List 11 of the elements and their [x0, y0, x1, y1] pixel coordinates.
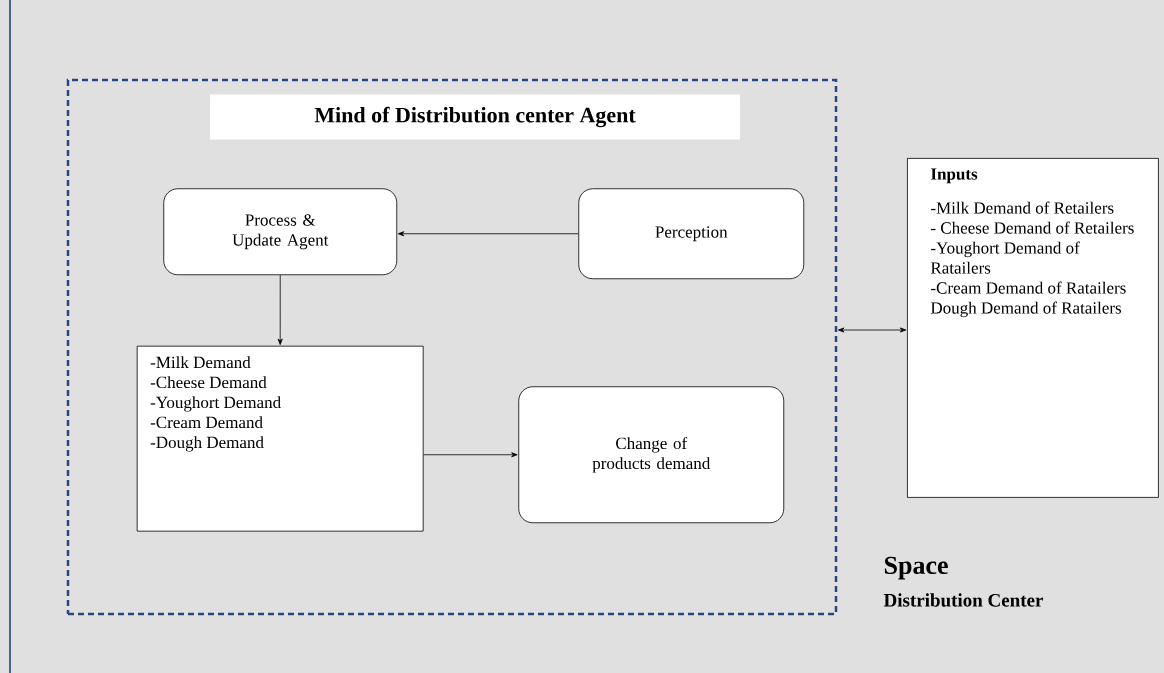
space-label: Space: [884, 556, 948, 580]
demand-list-box: -Milk Demand -Cheese Demand -Youghort Demand -Cream Demand -Dough Demand: [136, 345, 424, 532]
arrow: [838, 327, 907, 333]
arrow: [277, 274, 283, 345]
inputs-box: Inputs -Milk Demand of Retailers - Cheese Demand of Retailers -Youghort Demand of Ratailers -Cream Demand of Ratailers Dough Demand of Ratailers: [907, 158, 1159, 498]
arrow: [397, 231, 579, 237]
place-label: Distribution Center: [883, 593, 1043, 607]
process-box: Perception: [578, 188, 805, 280]
process-box: Process & Update Agent: [163, 188, 398, 276]
process-box: Change of products demand: [518, 386, 785, 524]
arrow: [423, 452, 518, 458]
